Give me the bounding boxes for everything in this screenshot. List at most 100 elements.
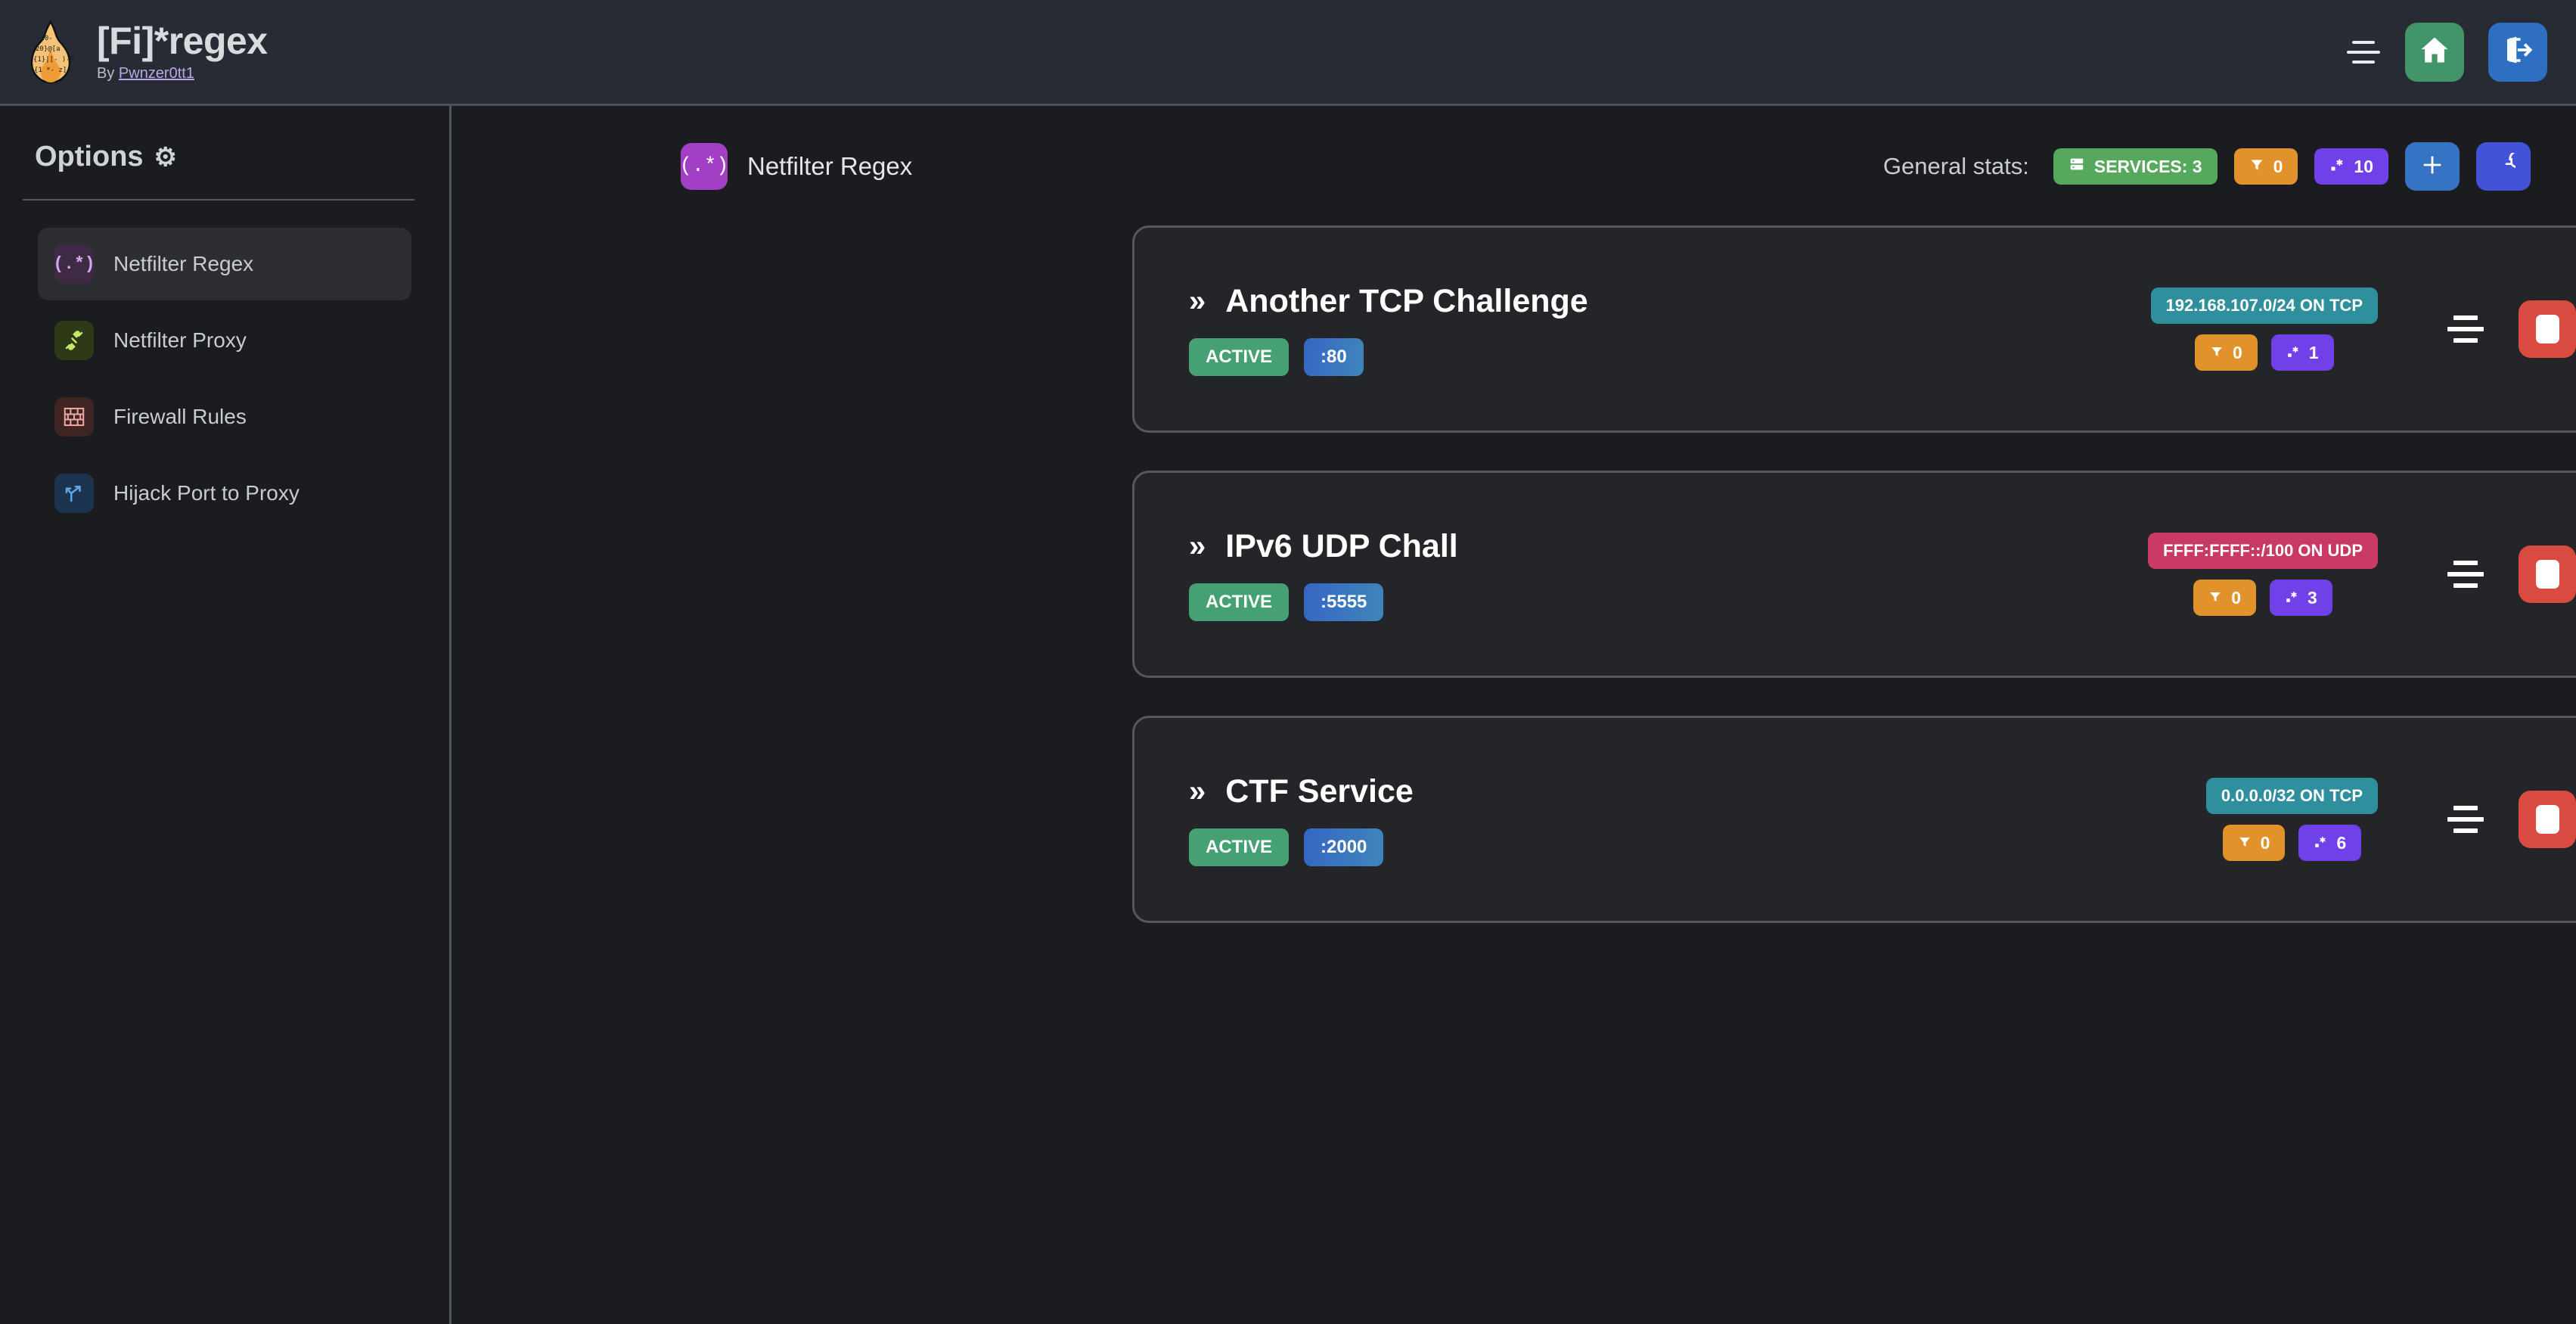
- brand: -z0- 20}@[a {1}|[- )-9] {1 *- z] [Fi]*re…: [26, 20, 268, 84]
- stop-service-button[interactable]: [2519, 300, 2576, 358]
- regex-small-icon: [2329, 157, 2345, 177]
- sort-lines-icon[interactable]: [2446, 799, 2485, 840]
- service-network-stats: FFFF:FFFF::/100 ON UDP 0 3: [2148, 533, 2378, 616]
- regex-icon: (.*): [53, 244, 95, 284]
- service-tags: ACTIVE :2000: [1189, 828, 1414, 866]
- status-badge: ACTIVE: [1189, 828, 1290, 866]
- service-network-stats: 0.0.0.0/32 ON TCP 0 6: [2205, 778, 2378, 861]
- service-card[interactable]: » IPv6 UDP Chall ACTIVE :5555 FFFF:FFFF:…: [1132, 471, 2576, 678]
- sidebar-item-firewall-rules[interactable]: Firewall Rules: [38, 381, 411, 453]
- services-badge: SERVICES: 3: [2053, 148, 2218, 185]
- server-icon: [2069, 156, 2085, 177]
- service-controls: 0.0.0.0/32 ON TCP 0 6: [2205, 778, 2576, 861]
- service-title: » Another TCP Challenge: [1189, 283, 1588, 320]
- sidebar-item-label: Netfilter Regex: [113, 252, 254, 275]
- home-button[interactable]: [2405, 22, 2464, 82]
- regex-small-icon: [2286, 343, 2300, 363]
- port-badge: :5555: [1304, 583, 1384, 621]
- service-card[interactable]: » CTF Service ACTIVE :2000 0.0.0.0/32 ON…: [1132, 716, 2576, 923]
- service-filters-count: 0: [2232, 342, 2242, 362]
- filters-badge: 0: [2233, 148, 2298, 185]
- service-info: » IPv6 UDP Chall ACTIVE :5555: [1189, 528, 1458, 621]
- network-badge: 192.168.107.0/24 ON TCP: [2150, 287, 2378, 324]
- sidebar-divider: [23, 199, 414, 200]
- service-name: Another TCP Challenge: [1225, 282, 1588, 319]
- network-badge: 0.0.0.0/32 ON TCP: [2205, 778, 2378, 814]
- service-network-stats: 192.168.107.0/24 ON TCP 0 1: [2150, 287, 2378, 371]
- plug-icon: [54, 321, 94, 360]
- service-regexes-count: 1: [2308, 342, 2319, 362]
- page-regex-icon: (.*): [680, 143, 728, 190]
- service-filters-badge: 0: [2222, 825, 2286, 861]
- service-card[interactable]: » Another TCP Challenge ACTIVE :80 192.1…: [1132, 225, 2576, 433]
- gear-icon: ⚙: [154, 142, 178, 172]
- service-regexes-count: 3: [2308, 587, 2317, 608]
- service-title: » IPv6 UDP Chall: [1189, 528, 1458, 565]
- double-chevron-icon: »: [1189, 284, 1206, 318]
- stop-icon: [2535, 560, 2559, 589]
- sort-lines-icon[interactable]: [2446, 554, 2485, 595]
- service-regexes-badge: 1: [2270, 334, 2334, 371]
- stop-icon: [2535, 315, 2559, 343]
- sidebar-item-label: Firewall Rules: [113, 405, 247, 428]
- page-title: Netfilter Regex: [747, 152, 913, 180]
- regex-small-icon: [2314, 833, 2327, 853]
- filters-badge-label: 0: [2273, 156, 2283, 176]
- plus-icon: [2419, 152, 2445, 182]
- logout-button[interactable]: [2488, 22, 2547, 82]
- sidebar-nav: (.*) Netfilter Regex Netfilter Proxy: [0, 228, 449, 530]
- service-filters-count: 0: [2260, 832, 2270, 853]
- header-actions: [2346, 22, 2547, 82]
- fork-arrow-icon: [54, 474, 94, 513]
- app-title: [Fi]*regex: [97, 19, 268, 62]
- svg-text:{1}|[- )-9]: {1}|[- )-9]: [33, 56, 76, 64]
- sort-lines-icon[interactable]: [2446, 309, 2485, 350]
- sidebar-heading: Options ⚙: [35, 141, 449, 173]
- service-regexes-badge: 3: [2270, 580, 2332, 616]
- main-header: (.*) Netfilter Regex General stats: SERV…: [680, 142, 2531, 191]
- double-chevron-icon: »: [1189, 774, 1206, 808]
- brick-wall-icon: [54, 397, 94, 437]
- port-badge: :2000: [1304, 828, 1384, 866]
- add-service-button[interactable]: [2405, 142, 2460, 191]
- service-regexes-badge: 6: [2298, 825, 2362, 861]
- network-substats: 0 1: [2194, 334, 2334, 371]
- network-substats: 0 6: [2222, 825, 2362, 861]
- service-filters-badge: 0: [2194, 334, 2258, 371]
- hamburger-icon[interactable]: [2346, 37, 2381, 67]
- stop-icon: [2535, 805, 2559, 834]
- svg-text:20}@[a: 20}@[a: [36, 45, 61, 53]
- double-chevron-icon: »: [1189, 529, 1206, 563]
- regexes-badge-label: 10: [2354, 156, 2373, 176]
- refresh-button[interactable]: [2476, 142, 2531, 191]
- service-regexes-count: 6: [2336, 832, 2347, 853]
- app-author-line: By Pwnzer0tt1: [97, 65, 268, 82]
- service-filters-badge: 0: [2193, 580, 2256, 616]
- regexes-badge: 10: [2314, 148, 2388, 185]
- stop-service-button[interactable]: [2519, 545, 2576, 603]
- service-info: » Another TCP Challenge ACTIVE :80: [1189, 283, 1588, 376]
- sidebar-item-netfilter-regex[interactable]: (.*) Netfilter Regex: [38, 228, 411, 300]
- network-substats: 0 3: [2193, 580, 2332, 616]
- sidebar-item-label: Netfilter Proxy: [113, 328, 247, 352]
- service-controls: 192.168.107.0/24 ON TCP 0 1: [2150, 287, 2576, 371]
- svg-text:{1 *- z]: {1 *- z]: [34, 67, 67, 74]
- sidebar-item-hijack-port-to-proxy[interactable]: Hijack Port to Proxy: [38, 457, 411, 530]
- service-tags: ACTIVE :80: [1189, 337, 1588, 376]
- services-badge-label: SERVICES: 3: [2093, 156, 2202, 176]
- by-label: By: [97, 65, 119, 82]
- services-list: » Another TCP Challenge ACTIVE :80 192.1…: [1132, 225, 2576, 923]
- service-info: » CTF Service ACTIVE :2000: [1189, 773, 1414, 866]
- funnel-icon: [2238, 833, 2252, 853]
- sidebar-item-netfilter-proxy[interactable]: Netfilter Proxy: [38, 304, 411, 377]
- network-badge: FFFF:FFFF::/100 ON UDP: [2148, 533, 2378, 569]
- port-badge: :80: [1304, 337, 1364, 376]
- author-link[interactable]: Pwnzer0tt1: [118, 65, 194, 82]
- sidebar-item-label: Hijack Port to Proxy: [113, 481, 299, 505]
- home-icon: [2418, 33, 2451, 70]
- main-content: (.*) Netfilter Regex General stats: SERV…: [454, 106, 2576, 1324]
- stop-service-button[interactable]: [2519, 791, 2576, 848]
- service-filters-count: 0: [2231, 587, 2241, 608]
- general-stats: General stats: SERVICES: 3 0 10: [1883, 142, 2531, 191]
- status-badge: ACTIVE: [1189, 583, 1290, 621]
